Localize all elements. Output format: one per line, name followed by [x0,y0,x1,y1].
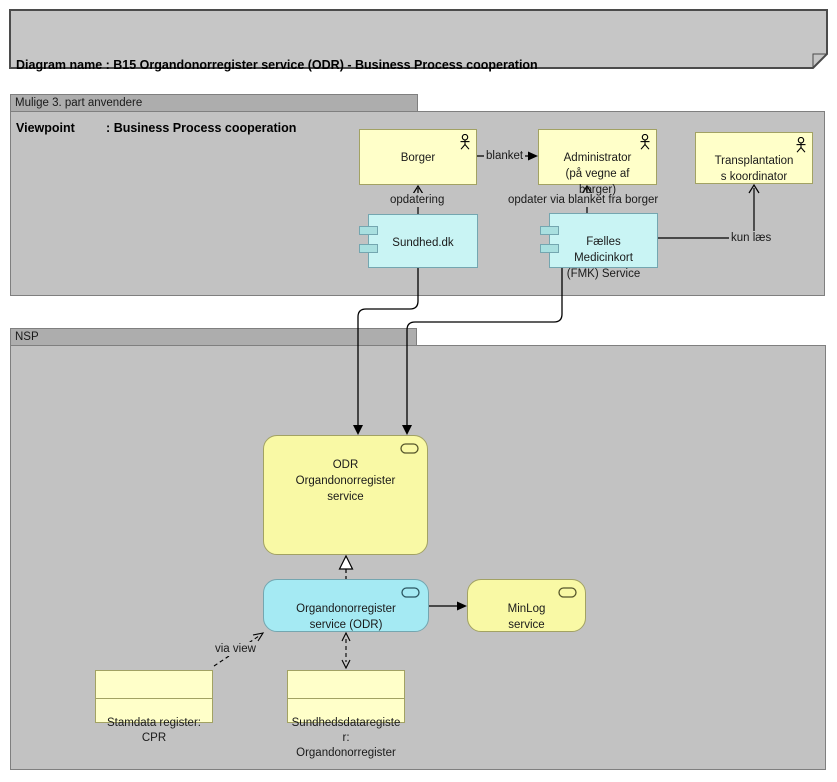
edge-opdater-via-arrowhead [581,184,593,195]
component-tab-icon [359,244,378,253]
edge-label-blanket: blanket [484,149,526,163]
title-note: Diagram name : B15 Organdonorregister se… [16,13,538,181]
edge-kun-laes-arrowhead [748,183,760,194]
service-oval-icon [400,443,419,454]
service-oval-icon [558,587,577,598]
node-administrator: Administrator (på vegne af borger) [538,129,657,196]
node-fmk: Fælles Medicinkort (FMK) Service [540,213,658,280]
edge-sundhed-odr [357,268,419,426]
edge-via-view-arrowhead [252,632,265,642]
edge-label-via-view: via view [213,642,258,656]
edge-label-opdatering: opdatering [388,193,447,207]
object-band [288,686,404,699]
component-tab-icon [540,244,559,253]
node-borger-label: Borger [400,152,436,164]
edge-label-opdater-via: opdater via blanket fra borger [506,193,661,207]
component-tab-icon [540,226,559,235]
edge-sundhedsdata-arrowhead-bottom [341,659,351,670]
node-sundhedsdataregister: Sundhedsdataregiste r: Organdonorregiste… [287,670,405,759]
edge-sundhedsdata-arrowhead-top [341,631,351,642]
diagram-name-line: Diagram name : B15 Organdonorregister se… [16,58,538,72]
service-oval-icon [401,587,420,598]
node-borger: Borger [359,129,477,185]
edge-minlog-arrowhead [457,601,467,611]
node-sundhedsdataregister-label: Sundhedsdataregiste r: Organdonorregiste… [291,717,401,759]
edge-opdatering-arrowhead [412,184,424,195]
node-fmk-label: Fælles Medicinkort (FMK) Service [566,236,641,280]
node-transplantations-koordinator: Transplantation s koordinator [695,132,813,184]
node-stamdata: Stamdata register: CPR [95,670,213,744]
viewpoint-line: Viewpoint : Business Process cooperation [16,121,297,135]
node-sundhed-dk-label: Sundhed.dk [392,237,454,249]
actor-icon [460,134,470,150]
edge-via-view [213,635,260,667]
node-odr: ODR Organdonorregister service [263,435,428,555]
edge-fmk-odr-arrowhead [402,425,412,435]
component-tab-icon [359,226,378,235]
node-minlog-label: MinLog service [507,603,546,631]
title-note-shape [9,9,828,69]
node-odr-label: ODR Organdonorregister service [295,459,396,503]
edge-realization-triangle [338,554,354,570]
node-minlog: MinLog service [467,579,586,632]
edge-fmk-odr [406,268,563,426]
actor-icon [796,137,806,153]
edge-sundhed-odr-arrowhead [353,425,363,435]
node-odr-service-label: Organdonorregister service (ODR) [296,603,396,631]
note-outline [9,9,828,69]
node-transplantations-koordinator-label: Transplantation s koordinator [714,155,794,183]
edge-label-kun-laes: kun læs [729,231,774,245]
actor-icon [640,134,650,150]
node-administrator-label: Administrator (på vegne af borger) [563,152,632,196]
note-fold [812,53,827,68]
node-sundhed-dk: Sundhed.dk [359,214,478,268]
edge-blanket-arrowhead [528,151,538,161]
node-odr-service: Organdonorregister service (ODR) [263,579,429,632]
object-band [96,686,212,699]
node-stamdata-label: Stamdata register: CPR [107,717,201,744]
